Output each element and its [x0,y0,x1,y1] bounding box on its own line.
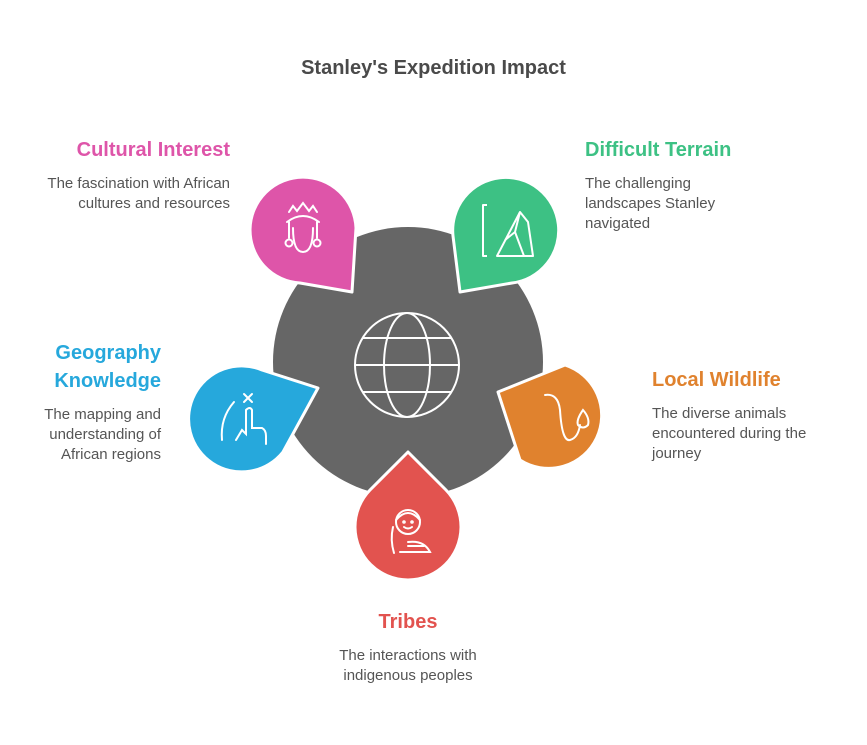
globe-icon [354,312,460,418]
center-hub [273,227,543,497]
geography-knowledge-block: Geography Knowledge The mapping and unde… [20,339,161,465]
local-wildlife-title: Local Wildlife [652,369,781,391]
tribes-description: The interactions with indigenous peoples [339,647,477,684]
local-wildlife-block: Local Wildlife The diverse animals encou… [652,366,842,464]
local-wildlife-description: The diverse animals encountered during t… [652,405,807,462]
tribes-pin[interactable] [353,450,463,582]
geography-knowledge-description: The mapping and understanding of African… [44,406,161,463]
indigenous-person-icon [390,509,432,554]
diagram-title: Stanley's Expedition Impact [301,57,566,79]
difficult-terrain-title: Difficult Terrain [585,139,732,161]
animal-tail-icon [544,393,590,442]
cultural-interest-pin[interactable] [248,175,358,294]
tribes-block: Tribes The interactions with indigenous … [308,608,508,686]
crowned-woman-icon [284,201,322,254]
cultural-interest-title: Cultural Interest [76,139,230,161]
difficult-terrain-pin[interactable] [451,175,561,294]
tribes-title: Tribes [378,611,438,633]
local-wildlife-pin[interactable] [496,363,604,470]
mountain-rock-icon [482,204,534,257]
map-pointer-icon [220,393,267,445]
geography-knowledge-pin[interactable] [187,364,320,474]
difficult-terrain-description: The challenging landscapes Stanley navig… [585,175,716,232]
difficult-terrain-block: Difficult Terrain The challenging landsc… [585,136,755,234]
geography-knowledge-title: Geography Knowledge [54,342,161,392]
cultural-interest-block: Cultural Interest The fascination with A… [40,136,230,214]
cultural-interest-description: The fascination with African cultures an… [47,175,230,212]
